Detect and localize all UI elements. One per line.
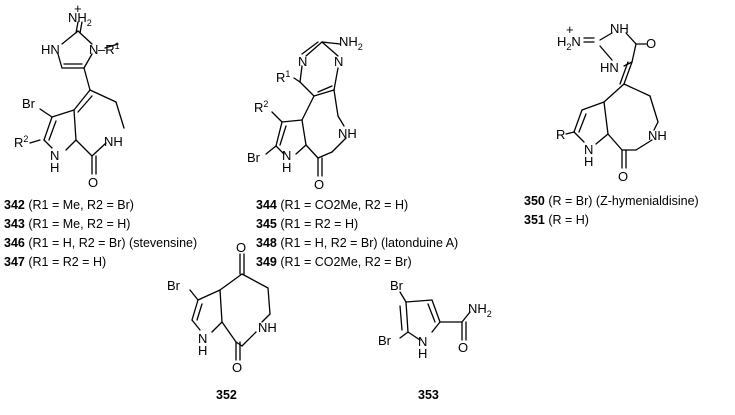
legend-line: 349 (R1 = CO2Me, R2 = Br) bbox=[256, 255, 412, 269]
legend-line: 342 (R1 = Me, R2 = Br) bbox=[4, 198, 134, 212]
atom-o: O bbox=[232, 360, 242, 375]
legend-right: 350 (R = Br) (Z-hymenialdisine) 351 (R =… bbox=[524, 192, 699, 230]
atom-o: O bbox=[458, 340, 468, 355]
structure-350-labels: + H2N NH O HN R NH N H O bbox=[556, 21, 667, 184]
atom-n: N bbox=[298, 54, 307, 69]
atom-n-pyrrole: N bbox=[50, 148, 59, 163]
legend-line: 346 (R1 = H, R2 = Br) (stevensine) bbox=[4, 236, 198, 250]
atom-nh: NH bbox=[610, 21, 629, 36]
atom-h-pyrrole: H bbox=[584, 154, 593, 169]
atom-o: O bbox=[646, 36, 656, 51]
atom-nh2: NH2 bbox=[468, 301, 492, 319]
atom-nh: NH bbox=[338, 126, 357, 141]
atom-r1: –R1 bbox=[98, 41, 120, 57]
atom-nh2: NH2 bbox=[68, 10, 92, 28]
atom-hn: HN bbox=[600, 60, 619, 75]
legend-line: 343 (R1 = Me, R2 = H) bbox=[4, 217, 131, 231]
atom-nh2: NH2 bbox=[339, 34, 363, 52]
atom-n-pyrrole: N bbox=[198, 331, 207, 346]
atom-n-pyrrole: N bbox=[584, 142, 593, 157]
legend-line: 350 (R = Br) (Z-hymenialdisine) bbox=[524, 194, 699, 208]
atom-r2: R2 bbox=[14, 134, 28, 150]
atom-n: N bbox=[89, 42, 98, 57]
atom-hn: HN bbox=[41, 42, 60, 57]
atom-r: R bbox=[556, 127, 565, 142]
atom-br: Br bbox=[390, 278, 404, 293]
caption-352: 352 bbox=[216, 388, 237, 402]
atom-br: Br bbox=[22, 96, 36, 111]
atom-n: N bbox=[334, 54, 343, 69]
structure-352 bbox=[189, 253, 271, 361]
legend-line: 351 (R = H) bbox=[524, 213, 589, 227]
atom-h2n: H2N bbox=[557, 34, 581, 52]
charge-plus: + bbox=[566, 22, 574, 37]
atom-o: O bbox=[236, 240, 246, 255]
atom-nh: NH bbox=[104, 134, 123, 149]
charge-plus: + bbox=[74, 1, 82, 16]
atom-h-pyrrole: H bbox=[198, 343, 207, 358]
atom-h-pyrrole: H bbox=[282, 160, 291, 175]
structure-353-labels: Br Br N H NH2 O bbox=[378, 278, 492, 361]
structure-342-labels: + NH2 HN N –R1 Br R2 NH N H O bbox=[14, 1, 123, 190]
atom-r1: R1 bbox=[276, 69, 290, 85]
atom-nh: NH bbox=[258, 320, 277, 335]
atom-h-pyrrole: H bbox=[418, 346, 427, 361]
atom-h-pyrrole: H bbox=[50, 160, 59, 175]
legend-left: 342 (R1 = Me, R2 = Br) 343 (R1 = Me, R2 … bbox=[4, 196, 197, 272]
atom-n-pyrrole: N bbox=[418, 334, 427, 349]
legend-line: 347 (R1 = R2 = H) bbox=[4, 255, 107, 269]
atom-r2: R2 bbox=[254, 99, 268, 115]
legend-line: 345 (R1 = R2 = H) bbox=[256, 217, 359, 231]
atom-o: O bbox=[314, 177, 324, 192]
legend-line: 344 (R1 = CO2Me, R2 = H) bbox=[256, 198, 409, 212]
structure-352-labels: O Br NH N H O bbox=[167, 240, 277, 375]
legend-line: 348 (R1 = H, R2 = Br) (latonduine A) bbox=[256, 236, 459, 250]
atom-br: Br bbox=[247, 150, 261, 165]
structure-344 bbox=[265, 41, 347, 177]
atom-nh: NH bbox=[648, 128, 667, 143]
legend-middle: 344 (R1 = CO2Me, R2 = H) 345 (R1 = R2 = … bbox=[256, 196, 458, 272]
structure-344-labels: NH2 N N R1 R2 Br NH N H O bbox=[247, 34, 363, 192]
structure-353 bbox=[399, 291, 471, 341]
atom-o: O bbox=[618, 169, 628, 184]
atom-n-pyrrole: N bbox=[282, 148, 291, 163]
atom-br: Br bbox=[167, 278, 181, 293]
atom-o: O bbox=[88, 175, 98, 190]
structure-350 bbox=[565, 32, 659, 169]
atom-br: Br bbox=[378, 333, 392, 348]
structure-342 bbox=[29, 21, 125, 175]
caption-353: 353 bbox=[418, 388, 439, 402]
